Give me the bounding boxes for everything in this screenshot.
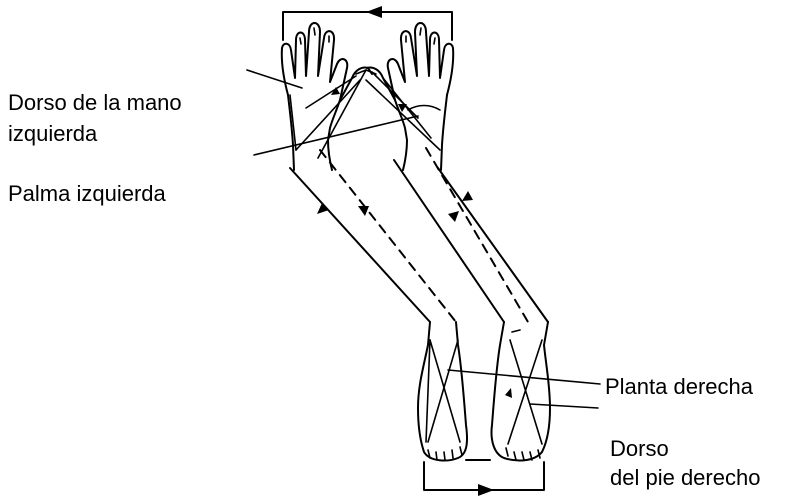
label-right-sole: Planta derecha xyxy=(605,374,754,399)
label-left-palm: Palma izquierda xyxy=(8,181,167,206)
bottom-bracket-arrow xyxy=(424,460,544,496)
hand-meridian-lines xyxy=(290,70,440,158)
label-left-hand-back-line1: Dorso de la mano xyxy=(8,90,182,115)
label-right-foot-back-line2: del pie derecho xyxy=(610,465,760,490)
leader-lines xyxy=(247,70,600,408)
right-foot-drawing xyxy=(492,322,551,460)
limb-solid-lines xyxy=(290,160,548,322)
left-hand-drawing xyxy=(282,23,347,170)
label-right-foot-back-line1: Dorso xyxy=(610,436,669,461)
label-left-hand-back-line2: izquierda xyxy=(8,121,98,146)
left-foot-drawing xyxy=(418,322,467,460)
